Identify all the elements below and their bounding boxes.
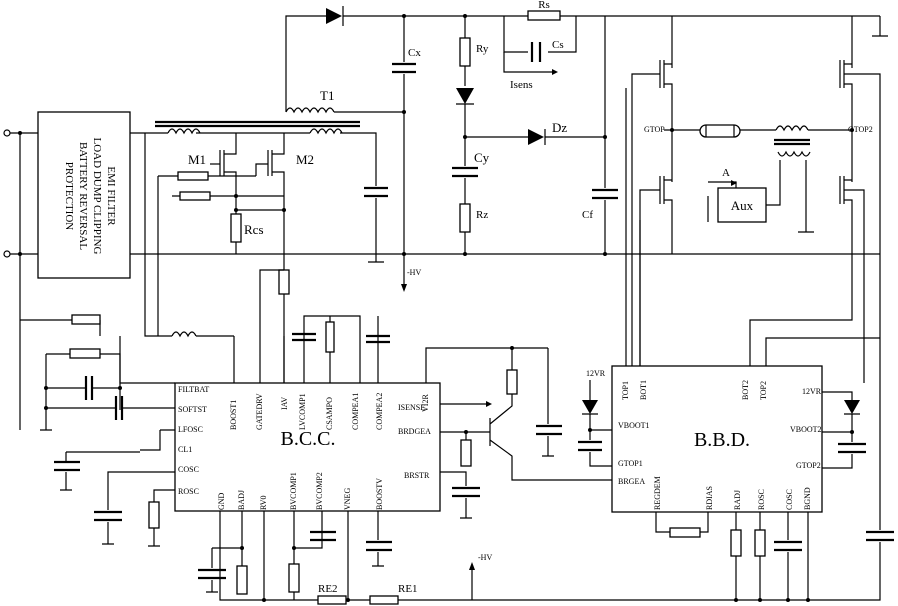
re1-label: RE1: [398, 583, 418, 595]
mosfet-m1: M1: [188, 133, 237, 196]
bcc-pin-vi2r: VI2R: [421, 394, 430, 412]
bbd-pin-radj: RADJ: [733, 490, 742, 510]
aux-label: Aux: [731, 198, 754, 213]
bbd-pin-bot1: BOT1: [639, 380, 648, 400]
hv-top-label: -HV: [407, 268, 421, 277]
bcc-pin-brstr: BRSTR: [404, 471, 430, 480]
junctions: [18, 14, 854, 602]
dz-label: Dz: [552, 120, 567, 135]
bcc-pin-compea1: COMPEA1: [351, 393, 360, 430]
resistor-rcs: [230, 213, 242, 243]
resistor-rz: [459, 203, 471, 233]
bcc-pin-rv0: RV0: [259, 496, 268, 510]
cs-label: Cs: [552, 39, 564, 51]
mosfet-bridge-top-right: [839, 60, 881, 383]
cx-label: Cx: [408, 47, 421, 59]
emi-filter-block: EMI FILTER LOAD DUMP CLIPPING BATTERY RE…: [37, 111, 131, 279]
bcc-pin-softst: SOFTST: [178, 405, 207, 414]
diode-top: [326, 6, 344, 26]
input-terminal-neg: [3, 250, 11, 258]
resistor-ry: [459, 37, 471, 67]
re2-label: RE2: [318, 583, 338, 595]
emi-line-3: BATTERY REVERSAL: [77, 142, 89, 250]
hv-bottom-label: -HV: [478, 553, 492, 562]
bcc-pin-iav: IAV: [280, 397, 289, 410]
emi-line-4: PROTECTION: [63, 162, 75, 231]
bcc-pin-bvcomp2: BVCOMP2: [315, 472, 324, 510]
bbd-pin-vboot2: VBOOT2: [790, 425, 822, 434]
bbd-pin-bgnd: BGND: [803, 487, 812, 510]
bcc-pin-vneg: VNEG: [343, 488, 352, 510]
cf-label: Cf: [582, 209, 593, 221]
bbd-pin-12vr-right: 12VR: [802, 387, 822, 396]
bcc-pin-rosc: ROSC: [178, 487, 199, 496]
mosfet-bridge-top-left: [631, 60, 673, 383]
bbd-pin-top1: TOP1: [621, 381, 630, 400]
bcc-pin-compea2: COMPEA2: [375, 393, 384, 430]
isens-label: Isens: [510, 79, 533, 91]
bbd-pin-regdem: REGDEM: [653, 476, 662, 510]
t1-label: T1: [320, 88, 334, 103]
bcc-pin-filtbat: FILTBAT: [178, 385, 209, 394]
diode-ry: [456, 88, 474, 104]
bcc-pin-boost1: BOOST1: [229, 400, 238, 430]
bbd-pin-top2: TOP2: [759, 381, 768, 400]
bbd-label: B.B.D.: [694, 429, 750, 451]
mosfet-bridge-bottom-left: [639, 176, 673, 383]
ry-label: Ry: [476, 43, 489, 55]
bbd-pin-gtop1: GTOP1: [618, 459, 643, 468]
bcc-pin-brdgea: BRDGEA: [398, 427, 431, 436]
bcc-pin-csampo: CSAMPO: [325, 397, 334, 430]
emi-line-2: LOAD DUMP CLIPPING: [91, 138, 103, 255]
cy-label: Cy: [474, 150, 490, 165]
bbd-pin-bot2: BOT2: [741, 380, 750, 400]
bcc-pin-lvcomp1: LVCOMP1: [298, 393, 307, 430]
m1-label: M1: [188, 152, 206, 167]
rz-label: Rz: [476, 209, 488, 221]
bcc-pin-boostv: BOOSTV: [375, 478, 384, 510]
gtop-right-label: GTOP2: [848, 125, 873, 134]
bbd-pin-brgea: BRGEA: [618, 477, 645, 486]
bcc-pin-cosc: COSC: [178, 465, 199, 474]
mosfet-bridge-bottom-right: [839, 176, 865, 383]
bcc-pin-cl1: CL1: [178, 445, 192, 454]
resistor-re2: [317, 595, 347, 605]
bbd-block: [611, 365, 823, 513]
resistor-rs: [527, 10, 561, 21]
bbd-pin-rosc: ROSC: [757, 489, 766, 510]
bcc-pin-bvcomp1: BVCOMP1: [289, 472, 298, 510]
bridge-transformer: [774, 125, 811, 157]
bbd-pin-cosc: COSC: [785, 489, 794, 510]
gtop-left-label: GTOP: [644, 125, 665, 134]
transformer-t1: T1: [155, 88, 360, 135]
a-label: A: [722, 167, 730, 179]
bcc-block: [174, 382, 441, 512]
bbd-pin-vboot1: VBOOT1: [618, 421, 650, 430]
bbd-pin-gtop2: GTOP2: [796, 461, 821, 470]
resistor-re1: [369, 595, 399, 605]
diode-dz: [528, 129, 544, 145]
input-terminal-pos: [3, 129, 11, 137]
bcc-pin-badj: BADJ: [237, 490, 246, 510]
bcc-pin-isense: ISENSE: [398, 403, 425, 412]
rs-label: Rs: [538, 0, 550, 11]
emi-line-1: EMI FILTER: [105, 166, 117, 226]
bcc-pin-gatedrv: GATEDRV: [255, 393, 264, 430]
bbd-pin-rdias: RDIAS: [705, 486, 714, 510]
bcc-label: B.C.C.: [280, 428, 335, 450]
bbd-pin-12vr-left: 12VR: [586, 369, 606, 378]
rcs-label: Rcs: [244, 222, 264, 237]
bcc-pin-gnd: GND: [217, 492, 226, 510]
mosfet-m2: M2: [255, 133, 314, 196]
bridge-load: [699, 124, 741, 138]
bcc-pin-lfosc: LFOSC: [178, 425, 203, 434]
m2-label: M2: [296, 152, 314, 167]
